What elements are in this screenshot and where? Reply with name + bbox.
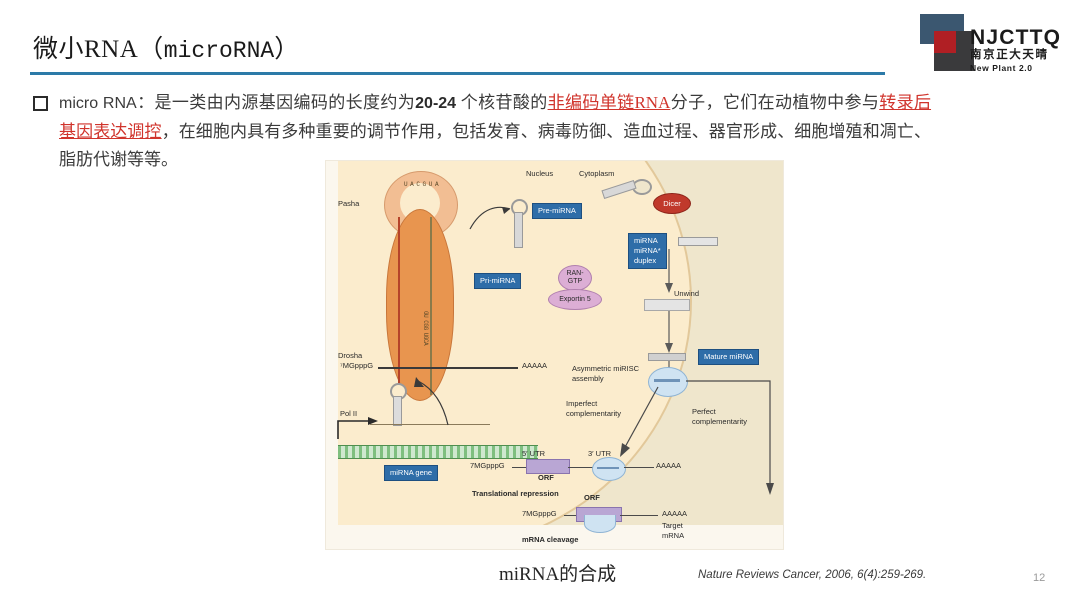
logo-red-square-icon [934, 31, 956, 53]
label-orf-mid: ORF [538, 473, 554, 482]
genomic-dna-icon [338, 445, 538, 459]
figure-citation: Nature Reviews Cancer, 2006, 6(4):259-26… [698, 569, 927, 581]
tag-pre-mirna: Pre-miRNA [532, 203, 582, 219]
page-title-mono: microRNA [163, 38, 275, 64]
pre-mirna-stem-shape [514, 212, 523, 248]
tag-mirna-duplex: miRNA miRNA* duplex [628, 233, 667, 269]
mirisc-guide-strand-icon [654, 379, 680, 382]
exportin5-shape: Exportin 5 [548, 289, 602, 310]
page-title-close: ） [274, 36, 300, 63]
body-seg-2: 个核苷酸的 [456, 93, 548, 112]
tag-mirna-gene: miRNA gene [384, 465, 439, 481]
nascent-hairpin-stem-icon [393, 396, 402, 426]
logo-brand: NJCTTQ [970, 26, 1062, 49]
mirisc-bound-mid-bar [597, 467, 619, 469]
arrow-drosha-to-premirna-icon [469, 206, 511, 230]
rna-sequence-top: U A C G U A [403, 181, 439, 188]
body-text-block: micro RNA：是一类由内源基因编码的长度约为20-24 个核苷酸的非编码单… [33, 89, 1033, 174]
label-polya-top: AAAAA [522, 361, 548, 370]
unwound-strands-icon [644, 299, 690, 311]
figure-caption: miRNA的合成 [499, 564, 617, 585]
square-bullet-icon [33, 96, 48, 111]
tag-mature-mirna: Mature miRNA [698, 349, 760, 365]
label-nucleus: Nucleus [526, 169, 554, 178]
page-number: 12 [1033, 572, 1046, 584]
label-imperfect-complementarity: Imperfect complementarity [566, 399, 622, 418]
arrow-imperfect-path-icon [620, 386, 659, 457]
body-seg-1: 是一类由内源基因编码的长度约为 [154, 93, 416, 112]
bullet-item: micro RNA：是一类由内源基因编码的长度约为20-24 个核苷酸的非编码单… [33, 89, 1033, 174]
logo-tagline: New Plant 2.0 [970, 62, 1033, 73]
label-target-mrna: Target mRNA [662, 521, 685, 540]
label-cap-bot: 7MGpppG [522, 509, 557, 518]
label-cap-top: ⁷MGpppG [340, 361, 374, 370]
label-drosha: Drosha [338, 351, 363, 360]
arrow-pol2-icon [337, 417, 378, 439]
duplex-shape-icon [678, 237, 718, 246]
figure-bottom-margin [326, 525, 783, 549]
mirna-biogenesis-figure: Nucleus Cytoplasm Pasha Drosha U A C G U… [325, 160, 784, 550]
body-seg-3: 分子，它们在动植物中参与 [670, 93, 880, 112]
tag-pri-mirna: Pri-miRNA [474, 273, 522, 289]
pri-mirna-strand-olive [430, 217, 432, 395]
mature-mirna-strand-icon [648, 353, 686, 361]
highlight-noncoding-rna: 非编码单链RNA [547, 93, 671, 112]
label-translational-repression: Translational repression [472, 489, 559, 498]
label-pasha: Pasha [338, 199, 360, 208]
label-5utr: 5′ UTR [522, 449, 546, 458]
mirisc-bound-mid-shape [592, 457, 626, 481]
term-micro-rna: micro RNA [59, 95, 137, 112]
mrna-line-right-bot [620, 515, 658, 516]
nucleotide-length: 20-24 [415, 95, 457, 112]
label-3utr: 3′ UTR [588, 449, 612, 458]
arrow-perfect-path-icon [686, 380, 774, 495]
arrow-transcript-to-drosha-icon [414, 377, 449, 426]
mirisc-cleavage-shape [584, 515, 616, 533]
ran-gtp-shape: RAN- GTP [558, 265, 592, 291]
label-mrna-cleavage: mRNA cleavage [522, 535, 579, 544]
label-orf-bot: ORF [584, 493, 600, 502]
colon: ： [136, 93, 155, 112]
label-polya-mid: AAAAA [656, 461, 682, 470]
mrna-line-left-bot [564, 515, 586, 516]
bullet-paragraph: micro RNA：是一类由内源基因编码的长度约为20-24 个核苷酸的非编码单… [59, 89, 931, 174]
nascent-transcript-line [370, 424, 490, 425]
logo-text-group: NJCTTQ 南京正大天晴 New Plant 2.0 [970, 27, 1061, 72]
body-seg-4: ，在细胞内具有多种重要的调节作用，包括发育、病毒防御、造血过程、器官形成、细胞增… [59, 122, 932, 169]
drosha-protein-shape [386, 209, 454, 401]
rna-sequence-side: GU CGG UGCA [422, 311, 429, 346]
figure-canvas: Nucleus Cytoplasm Pasha Drosha U A C G U… [326, 161, 783, 549]
company-logo: NJCTTQ 南京正大天晴 New Plant 2.0 [912, 14, 1072, 72]
arrow-unwind-icon [665, 249, 673, 293]
dicer-shape: Dicer [653, 193, 691, 214]
arrow-to-mature-icon [665, 311, 673, 353]
pri-mirna-strand-red [398, 217, 400, 395]
label-polya-bot: AAAAA [662, 509, 688, 518]
label-cytoplasm: Cytoplasm [579, 169, 615, 178]
figure-left-margin [326, 161, 338, 549]
mrna-line-mid [568, 467, 598, 468]
label-pol2: Pol II [340, 409, 358, 418]
page-title: 微小RNA（microRNA） [33, 29, 300, 65]
page-title-cn: 微小RNA（ [33, 36, 164, 63]
label-perfect-complementarity: Perfect complementarity [692, 407, 748, 426]
highlight-post-transcriptional: 转录后基因表达调控 [59, 93, 932, 141]
title-underline-rule [30, 72, 885, 75]
label-asymmetric-assembly: Asymmetric miRISC assembly [572, 364, 640, 383]
label-cap-mid: 7MGpppG [470, 461, 505, 470]
label-unwind: Unwind [674, 289, 700, 298]
pri-mirna-transcript-line [378, 367, 518, 369]
orf-box-mid [526, 459, 570, 474]
logo-brand-cn: 南京正大天晴 [970, 49, 1049, 61]
mrna-line-right-mid [624, 467, 654, 468]
